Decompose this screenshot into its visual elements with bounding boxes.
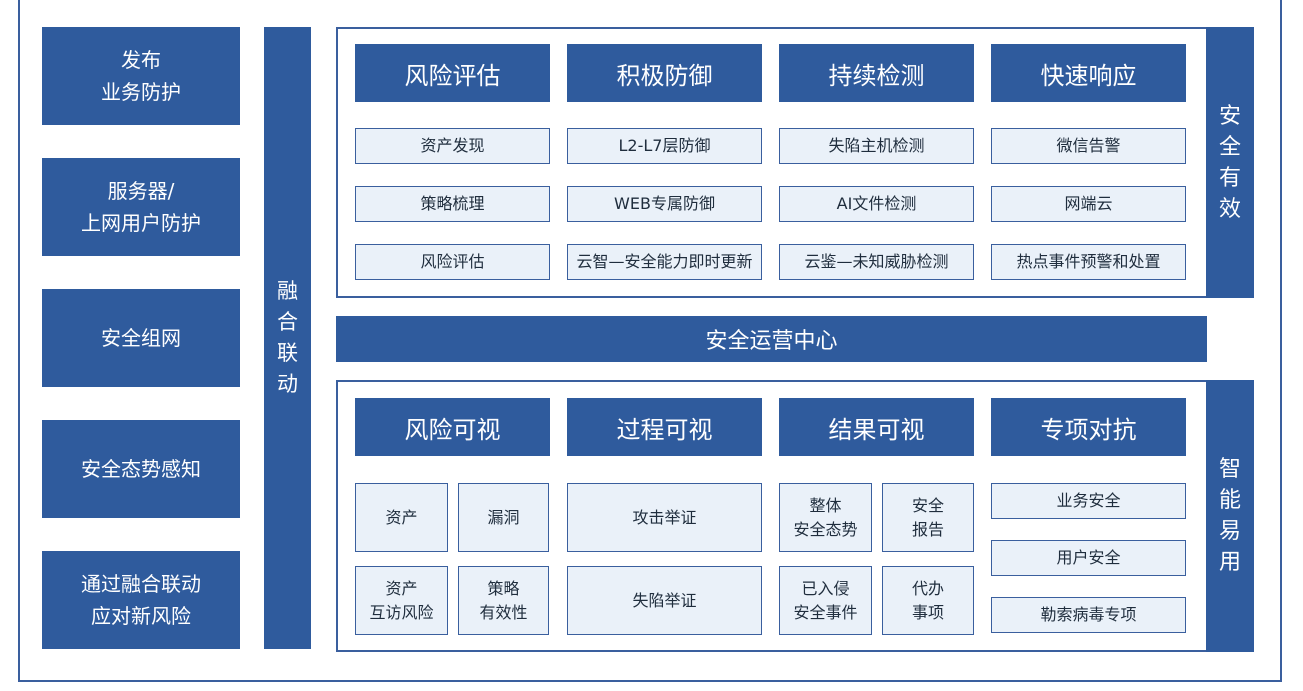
column-title-fast-response: 快速响应: [991, 44, 1186, 102]
item-net-endpoint-cloud: 网端云: [991, 186, 1186, 222]
column-title-process-visible: 过程可视: [567, 398, 762, 456]
fusion-linkage-bar: 融 合 联 动: [264, 27, 311, 649]
left-box-release-protection: 发布 业务防护: [42, 27, 240, 125]
item-assets: 资产: [355, 483, 448, 552]
item-user-security: 用户安全: [991, 540, 1186, 576]
item-policy-review: 策略梳理: [355, 186, 550, 222]
item-asset-discovery: 资产发现: [355, 128, 550, 164]
left-box-server-user-protection: 服务器/ 上网用户防护: [42, 158, 240, 256]
item-wechat-alert: 微信告警: [991, 128, 1186, 164]
item-security-report: 安全 报告: [882, 483, 974, 552]
item-ransomware-special: 勒索病毒专项: [991, 597, 1186, 633]
outer-frame: [18, 0, 1282, 682]
item-business-security: 业务安全: [991, 483, 1186, 519]
side-label-security-effective: 安 全 有 效: [1206, 27, 1254, 298]
item-hotspot-warning: 热点事件预警和处置: [991, 244, 1186, 280]
column-title-result-visible: 结果可视: [779, 398, 974, 456]
left-box-secure-networking: 安全组网: [42, 289, 240, 387]
item-ai-file-detection: AI文件检测: [779, 186, 974, 222]
item-overall-security-posture: 整体 安全态势: [779, 483, 872, 552]
item-vulnerabilities: 漏洞: [458, 483, 549, 552]
item-policy-effectiveness: 策略 有效性: [458, 566, 549, 635]
side-label-smart-easy: 智 能 易 用: [1206, 380, 1254, 652]
item-attack-evidence: 攻击举证: [567, 483, 762, 552]
column-title-risk-assessment: 风险评估: [355, 44, 550, 102]
item-unknown-threat-detection: 云鉴—未知威胁检测: [779, 244, 974, 280]
column-title-continuous-detection: 持续检测: [779, 44, 974, 102]
security-operations-center-bar: 安全运营中心: [336, 316, 1207, 362]
column-title-risk-visible: 风险可视: [355, 398, 550, 456]
item-l2-l7-defense: L2-L7层防御: [567, 128, 762, 164]
column-title-active-defense: 积极防御: [567, 44, 762, 102]
item-cloud-intel-update: 云智—安全能力即时更新: [567, 244, 762, 280]
left-box-fusion-response: 通过融合联动 应对新风险: [42, 551, 240, 649]
item-compromise-evidence: 失陷举证: [567, 566, 762, 635]
item-intrusion-events: 已入侵 安全事件: [779, 566, 872, 635]
item-todo-items: 代办 事项: [882, 566, 974, 635]
column-title-special-defense: 专项对抗: [991, 398, 1186, 456]
item-compromised-host-detection: 失陷主机检测: [779, 128, 974, 164]
item-asset-access-risk: 资产 互访风险: [355, 566, 448, 635]
item-risk-assessment: 风险评估: [355, 244, 550, 280]
left-box-situation-awareness: 安全态势感知: [42, 420, 240, 518]
item-web-defense: WEB专属防御: [567, 186, 762, 222]
